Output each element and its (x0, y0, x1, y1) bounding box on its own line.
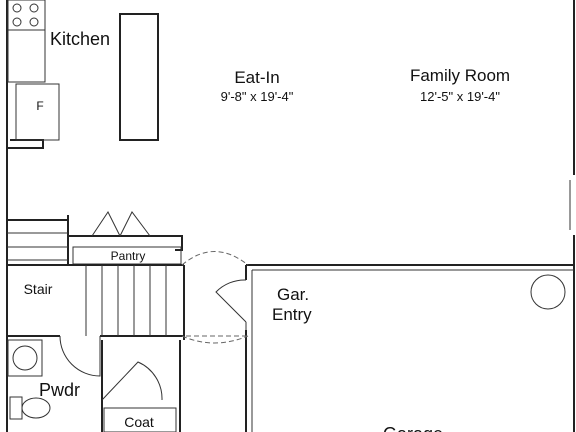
stair-label: Stair (24, 281, 53, 297)
toilet-fixture (9, 396, 51, 420)
kitchen-label: Kitchen (50, 29, 110, 49)
sink-fixture (7, 339, 43, 377)
pantry-label: Pantry (111, 249, 146, 263)
kitchen-counter (7, 29, 46, 83)
eat-in-dims: 9'-8" x 19'-4" (221, 89, 294, 104)
fridge-label: F (36, 99, 43, 113)
eat-in-label: Eat-In (234, 68, 279, 87)
garage-entry-door (215, 279, 247, 330)
powder-label: Pwdr (39, 380, 80, 400)
dashed-outline (181, 251, 249, 344)
garage-label: Garage (383, 424, 443, 432)
range-appliance (7, 0, 46, 31)
garage-entry-label-1: Gar. (277, 285, 309, 304)
garage-entry-label-2: Entry (272, 305, 312, 324)
family-room-dims: 12'-5" x 19'-4" (420, 89, 500, 104)
walls (6, 0, 575, 432)
powder-door (59, 335, 101, 377)
water-heater (530, 274, 566, 310)
pantry-doors (91, 211, 151, 237)
coat-door (101, 361, 163, 401)
refrigerator: F (15, 83, 60, 141)
kitchen-island (119, 13, 159, 141)
family-room-label: Family Room (410, 66, 510, 85)
stair-treads (7, 232, 184, 336)
coat-label: Coat (124, 414, 154, 430)
